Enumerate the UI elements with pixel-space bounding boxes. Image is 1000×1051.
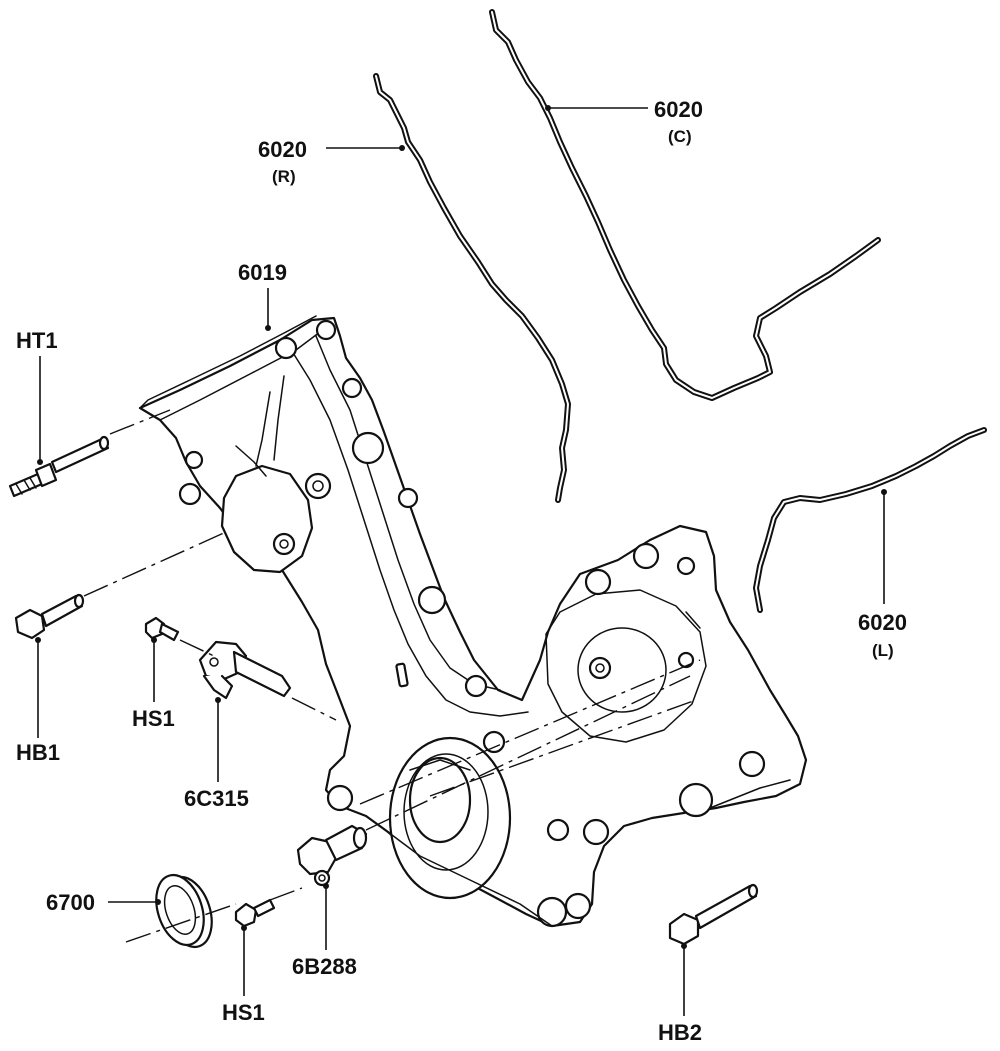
bolt-hb1 xyxy=(14,593,85,640)
stud-ht1 xyxy=(8,435,110,498)
callout-ht1: HT1 xyxy=(16,328,58,353)
bolt-hb2 xyxy=(668,883,759,946)
callout-6019: 6019 xyxy=(238,260,287,285)
callout-6020-left-suffix: (L) xyxy=(872,641,894,660)
callout-6020-right-code: 6020 xyxy=(258,137,307,162)
gasket-6020-left xyxy=(753,427,987,613)
callout-hb2: HB2 xyxy=(658,1020,702,1045)
assembly-centerlines xyxy=(83,409,701,943)
sensor-6b288 xyxy=(296,824,368,887)
seal-6700 xyxy=(155,873,213,949)
callout-hs1-upper: HS1 xyxy=(132,706,175,731)
callout-hs1-lower: HS1 xyxy=(222,1000,265,1025)
gasket-6020-right xyxy=(373,73,571,503)
callout-6b288: 6B288 xyxy=(292,954,357,979)
callout-6020-center-suffix: (C) xyxy=(668,127,692,146)
callout-6020-left-code: 6020 xyxy=(858,610,907,635)
screw-hs1-upper xyxy=(144,616,180,642)
front-cover-6019 xyxy=(138,315,808,928)
callout-hb1: HB1 xyxy=(16,740,60,765)
callout-6700: 6700 xyxy=(46,890,95,915)
callout-6020-center-code: 6020 xyxy=(654,97,703,122)
sensor-6c315 xyxy=(198,640,292,700)
screw-hs1-lower xyxy=(234,898,276,928)
gasket-6020-center xyxy=(489,9,881,401)
leader-lines xyxy=(35,105,887,1016)
callout-6c315: 6C315 xyxy=(184,786,249,811)
callout-6020-right-suffix: (R) xyxy=(272,167,296,186)
